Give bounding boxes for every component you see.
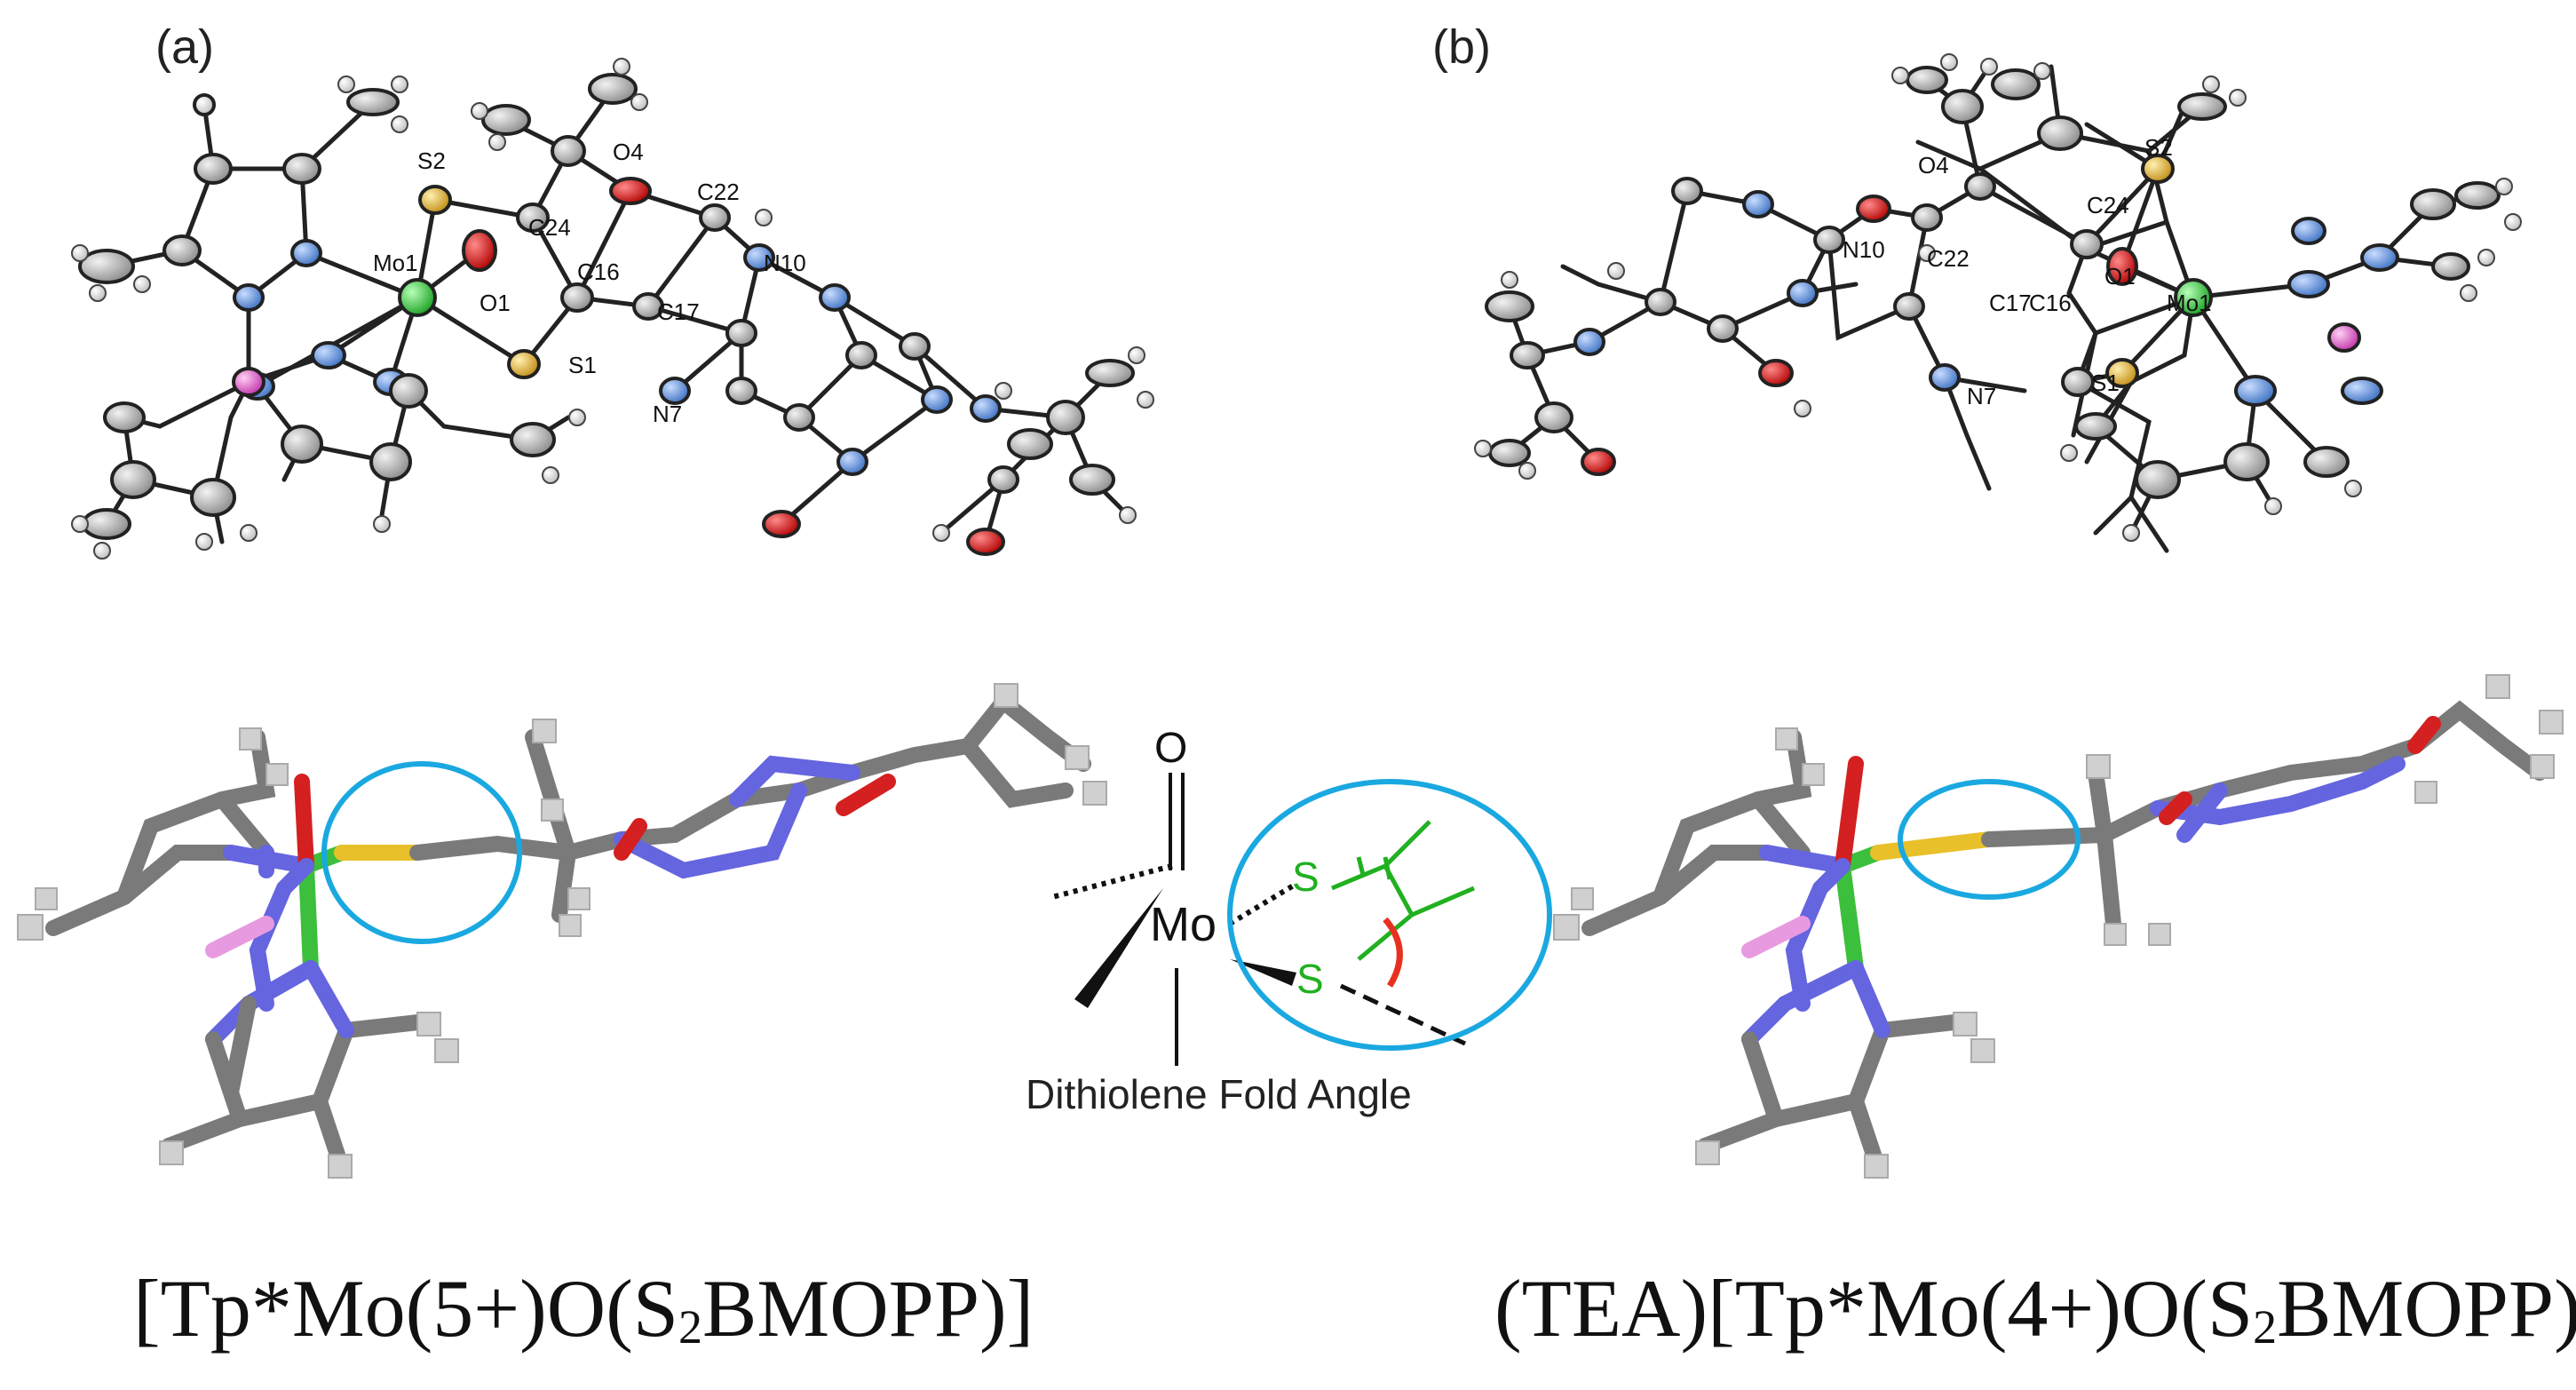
atom-label-s2: S2 xyxy=(417,147,446,174)
atom-label-n10: N10 xyxy=(764,250,806,276)
fold-metal-label: Mo xyxy=(1150,898,1217,951)
atom-label-c17: C17 xyxy=(657,298,700,325)
stick-model-b xyxy=(1581,700,2548,1163)
highlight-circle-b xyxy=(1898,779,2081,900)
atom-label-c22: C22 xyxy=(1927,245,1970,272)
highlight-circle-a xyxy=(321,761,522,944)
fold-angle-diagram xyxy=(1051,773,1552,1066)
atom-label-s1: S1 xyxy=(2091,369,2120,396)
atom-label-o1: O1 xyxy=(2104,263,2136,290)
atom-label-mo1: Mo1 xyxy=(373,250,418,276)
caption-b-post: BMOPP)] xyxy=(2277,1263,2576,1354)
caption-a-pre: [Tp*Mo(5+)O(S xyxy=(133,1263,679,1354)
caption-a: [Tp*Mo(5+)O(S2BMOPP)] xyxy=(133,1261,1034,1355)
atom-label-o4: O4 xyxy=(613,139,644,165)
fold-sulfur-label-2: S xyxy=(1296,956,1324,1002)
atom-label-n10: N10 xyxy=(1843,236,1885,263)
panel-label-b: (b) xyxy=(1432,20,1491,74)
atom-label-c16: C16 xyxy=(577,258,620,285)
atom-label-c24: C24 xyxy=(528,214,571,241)
fold-sulfur-label-1: S xyxy=(1292,854,1320,900)
atom-label-n7: N7 xyxy=(653,401,682,427)
atom-label-c17: C17 xyxy=(1989,290,2032,316)
fold-oxo-label: O xyxy=(1154,725,1188,772)
caption-a-post: BMOPP)] xyxy=(702,1263,1034,1354)
atom-label-c24: C24 xyxy=(2087,192,2129,218)
panel-label-a: (a) xyxy=(155,20,214,74)
fold-angle-label: Dithiolene Fold Angle xyxy=(1026,1071,1412,1117)
atom-label-o4: O4 xyxy=(1918,152,1949,179)
caption-b-sub: 2 xyxy=(2253,1300,2278,1354)
atom-label-s2: S2 xyxy=(2144,134,2173,161)
atom-label-c22: C22 xyxy=(697,179,740,205)
atom-label-n7: N7 xyxy=(1967,383,1996,409)
atom-label-mo1: Mo1 xyxy=(2167,290,2212,316)
atom-label-o1: O1 xyxy=(480,290,511,316)
caption-b-pre: (TEA)[Tp*Mo(4+)O(S xyxy=(1494,1263,2254,1354)
stick-model-b-hydrogens xyxy=(1553,674,2564,1179)
atom-label-c16: C16 xyxy=(2029,290,2072,316)
caption-a-sub: 2 xyxy=(678,1300,703,1354)
stick-model-a-hydrogens xyxy=(17,683,1107,1179)
caption-b: (TEA)[Tp*Mo(4+)O(S2BMOPP)] xyxy=(1494,1261,2576,1355)
atom-label-s1: S1 xyxy=(568,352,597,378)
